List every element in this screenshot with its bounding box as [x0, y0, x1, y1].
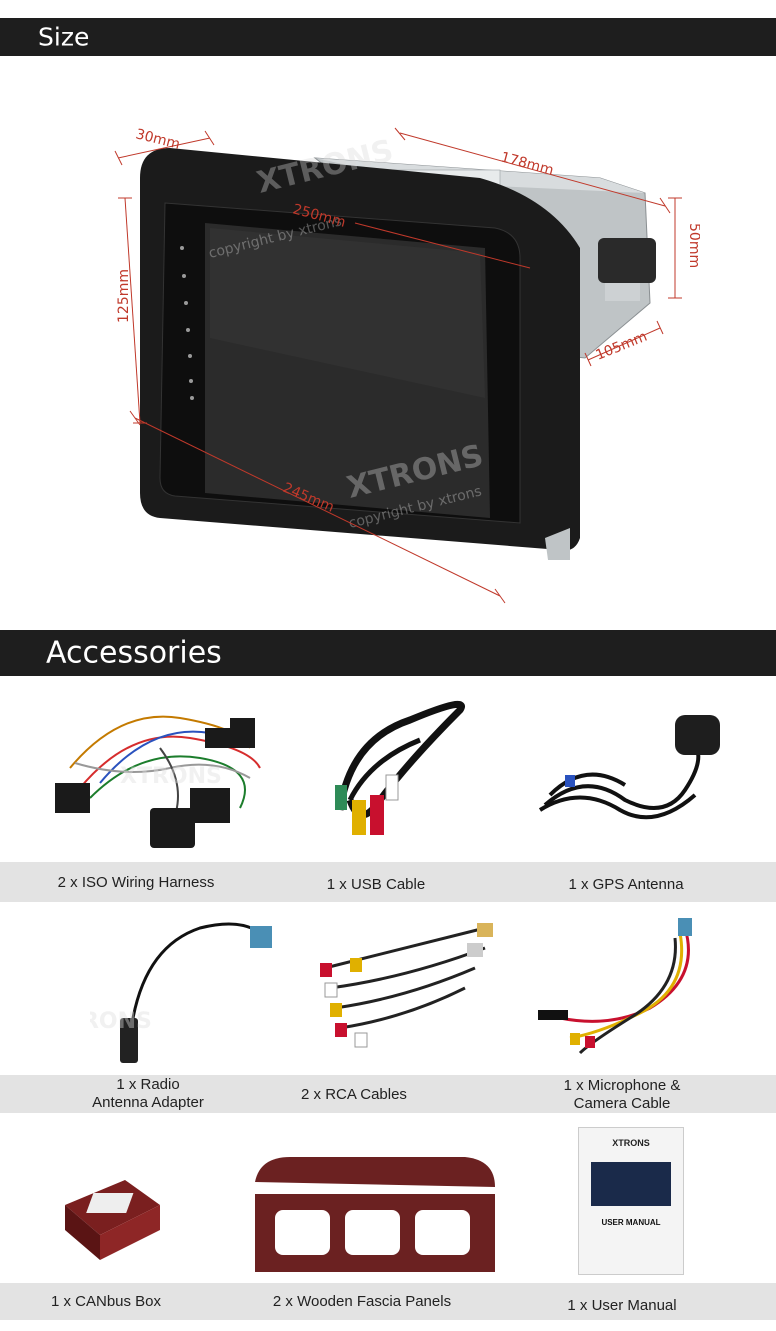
caption-iso-wiring-harness: 2 x ISO Wiring Harness — [57, 874, 215, 891]
rca-cables-image — [320, 923, 493, 1048]
dimension-lines — [114, 127, 682, 604]
accessories-section-header: Accessories — [0, 630, 776, 676]
gps-antenna-image — [538, 715, 720, 820]
caption-wooden-fascia-panels: 2 x Wooden Fascia Panels — [272, 1293, 452, 1310]
caption-band-row-2 — [0, 1075, 776, 1113]
caption-radio-antenna-adapter: 1 x Radio Antenna Adapter — [92, 1076, 204, 1111]
manual-title: USER MANUAL — [601, 1218, 661, 1227]
caption-microphone-camera-cable: 1 x Microphone & Camera Cable — [563, 1077, 681, 1112]
iso-wiring-harness-image: XTRONS — [55, 715, 261, 848]
caption-usb-cable: 1 x USB Cable — [326, 876, 426, 893]
dim-front-height: 125mm — [116, 269, 132, 323]
size-heading: Size — [38, 22, 90, 52]
radio-antenna-adapter-image: XTRONS — [90, 922, 272, 1063]
caption-band-row-1 — [0, 862, 776, 902]
dim-depth-top: 30mm — [134, 126, 182, 152]
caption-gps-antenna: 1 x GPS Antenna — [568, 876, 684, 893]
head-unit-front-bezel — [140, 148, 580, 560]
accessory-watermark-2: XTRONS — [90, 1009, 152, 1034]
head-unit-dimension-figure: XTRONS copyright by xtrons XTRONS copyri… — [114, 126, 700, 604]
caption-user-manual: 1 x User Manual — [567, 1297, 677, 1314]
accessories-heading: Accessories — [46, 635, 222, 671]
manual-brand: XTRONS — [612, 1138, 650, 1148]
size-section-header: Size — [0, 18, 776, 56]
accessory-watermark-1: XTRONS — [120, 764, 222, 789]
caption-canbus-box: 1 x CANbus Box — [50, 1293, 162, 1310]
user-manual-image: XTRONS USER MANUAL — [578, 1127, 684, 1275]
caption-rca-cables: 2 x RCA Cables — [301, 1086, 407, 1103]
wooden-fascia-panels-image — [255, 1157, 495, 1272]
dim-chassis-height: 50mm — [686, 223, 700, 268]
usb-cable-image — [335, 700, 465, 835]
microphone-camera-cable-image — [538, 918, 692, 1055]
canbus-box-image — [65, 1180, 160, 1260]
manual-cover-screenshot — [591, 1162, 671, 1206]
caption-band-row-3 — [0, 1283, 776, 1320]
